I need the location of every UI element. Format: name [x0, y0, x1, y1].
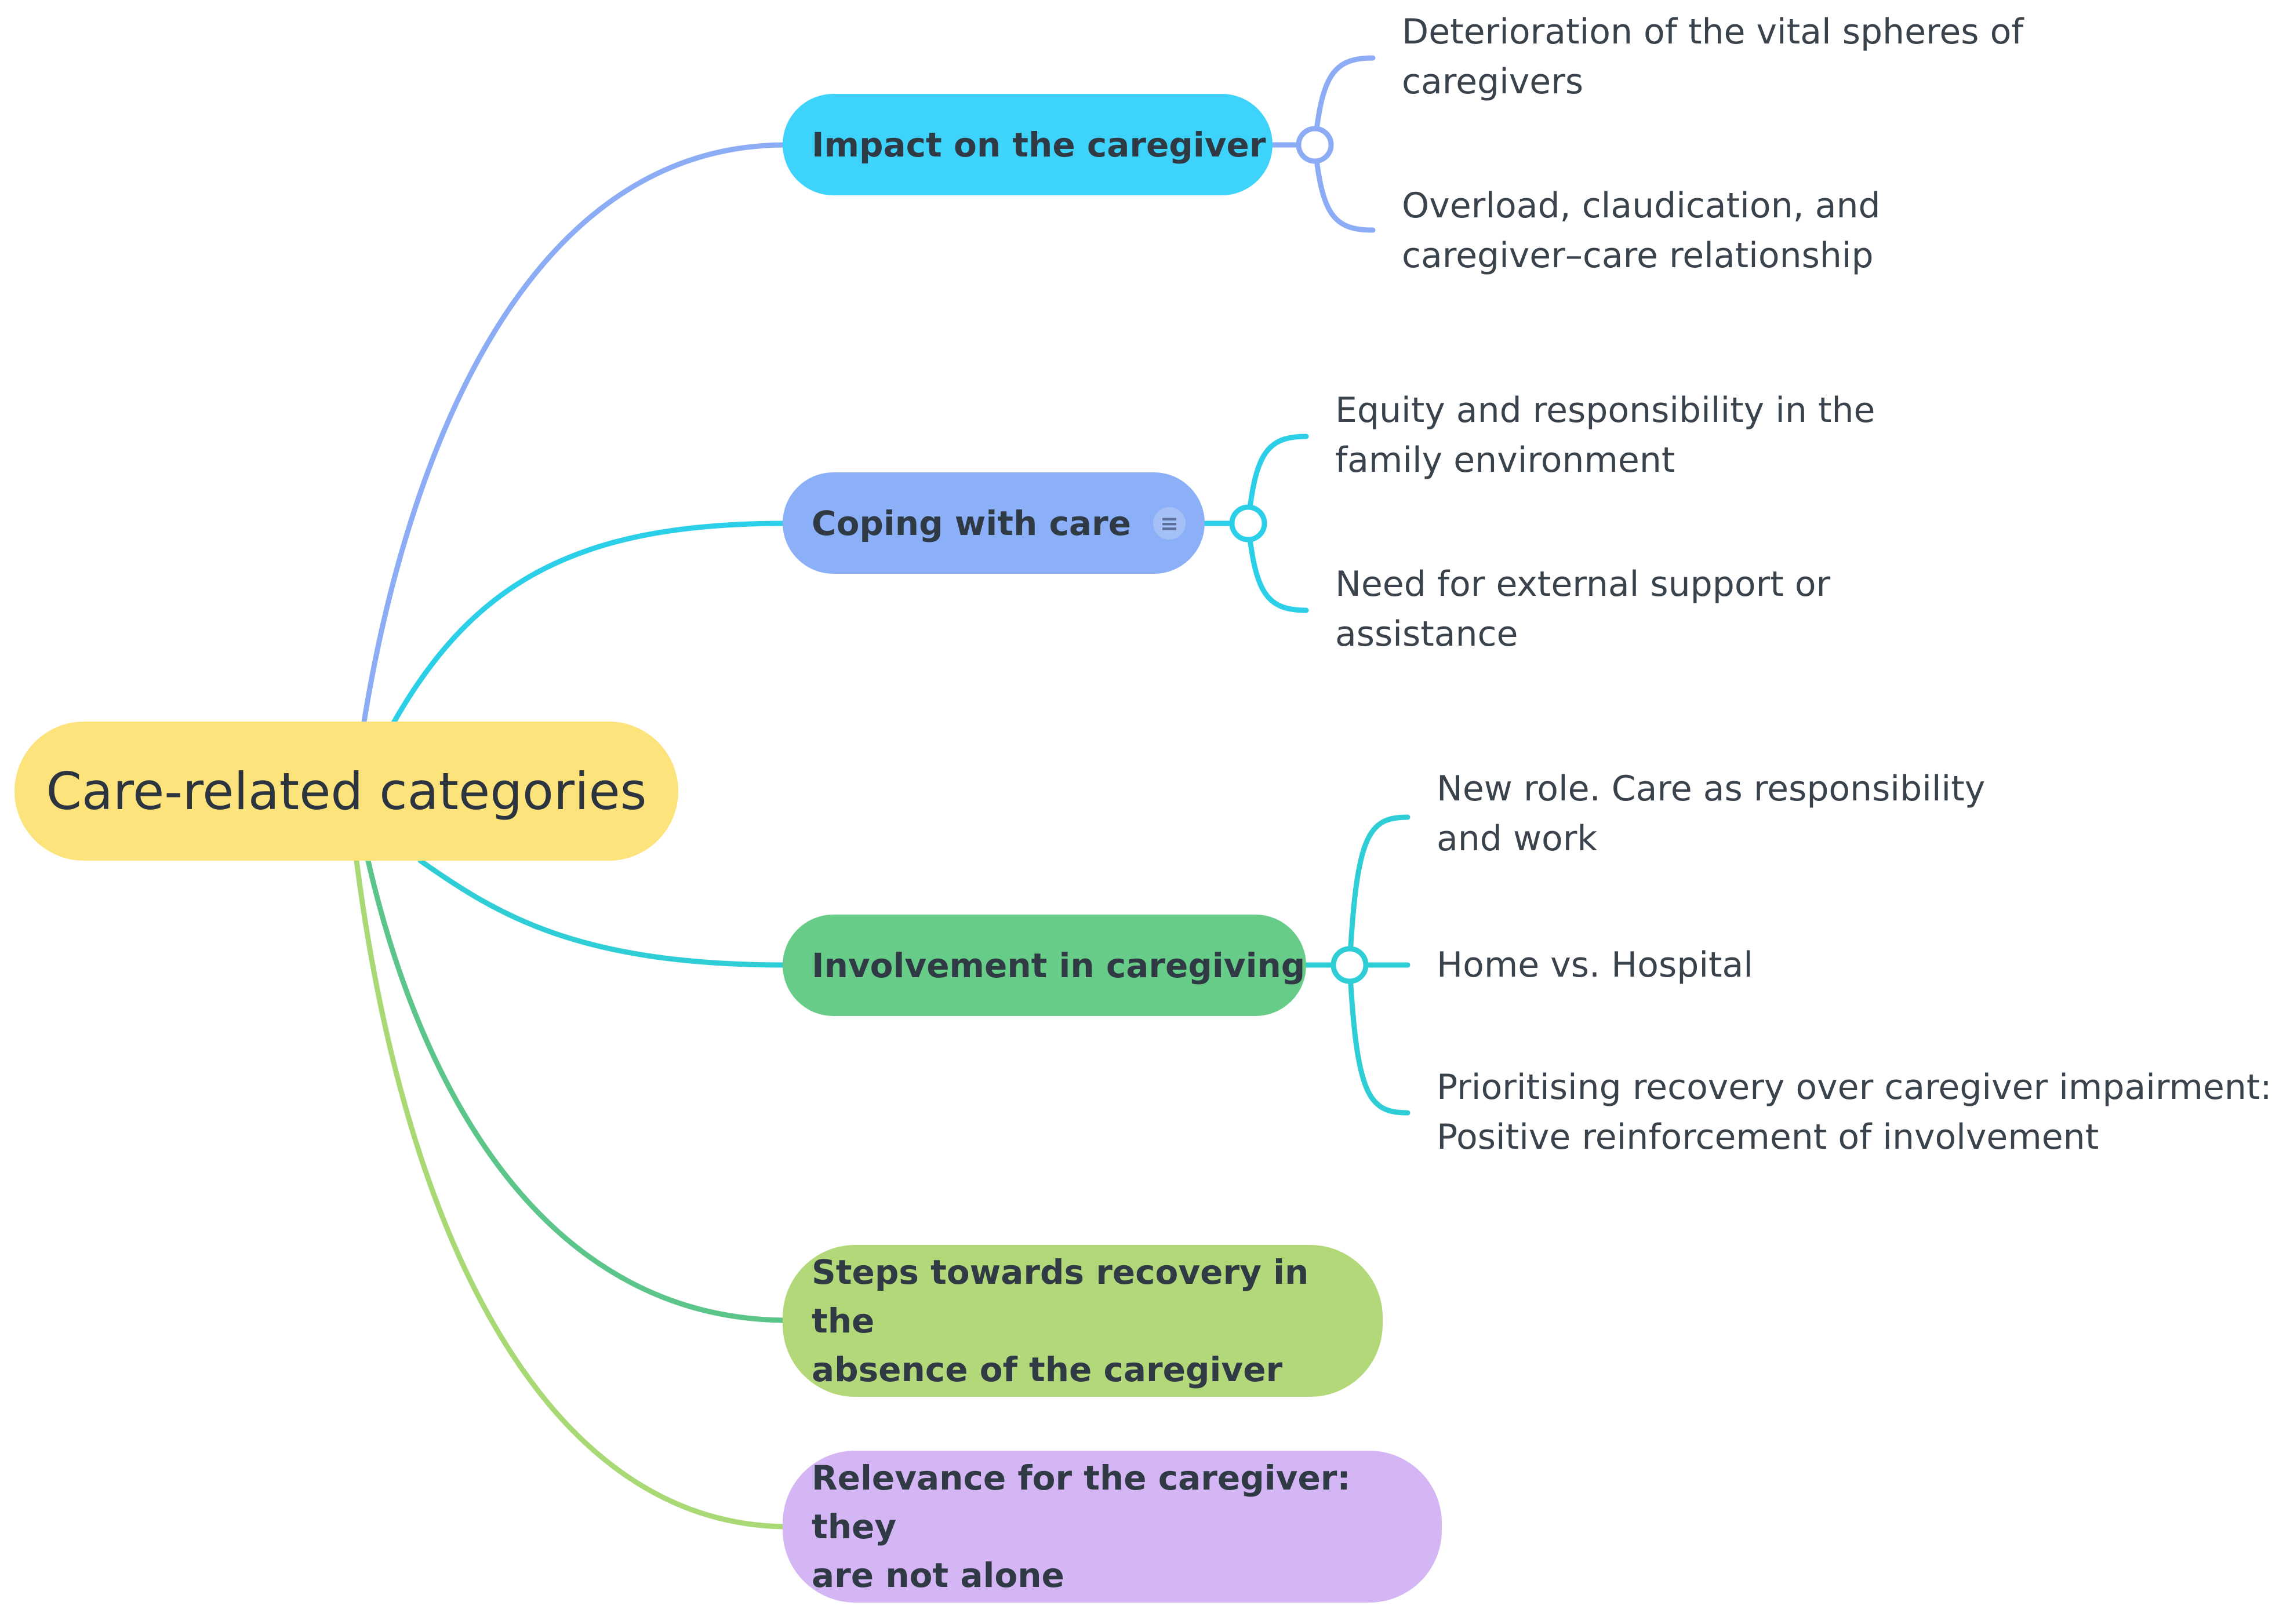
branch-label: Relevance for the caregiver: they are no…: [812, 1454, 1442, 1600]
collapse-toggle-coping[interactable]: [1229, 504, 1267, 542]
leaf-line: Prioritising recovery over caregiver imp…: [1437, 1067, 2272, 1108]
branch-impact-on-caregiver[interactable]: Impact on the caregiver: [783, 94, 1273, 195]
branch-steps-towards-recovery[interactable]: Steps towards recovery in the absence of…: [783, 1245, 1383, 1397]
collapse-toggle-impact[interactable]: [1296, 126, 1334, 164]
leaf-line: Positive reinforcement of involvement: [1437, 1117, 2099, 1157]
branch-label-line: absence of the caregiver: [812, 1350, 1283, 1389]
branch-involvement-in-caregiving[interactable]: Involvement in caregiving: [783, 915, 1306, 1016]
link-root-coping: [391, 520, 788, 724]
leaf-line: Equity and responsibility in the: [1335, 390, 1875, 431]
leaf-deterioration-vital-spheres[interactable]: Deterioration of the vital spheres of ca…: [1402, 7, 2023, 107]
link-root-involvement: [417, 858, 788, 968]
branch-label-line: Relevance for the caregiver: they: [812, 1458, 1351, 1546]
branch-label: Steps towards recovery in the absence of…: [812, 1248, 1383, 1394]
leaf-home-vs-hospital[interactable]: Home vs. Hospital: [1437, 940, 1753, 990]
branch-relevance-for-caregiver[interactable]: Relevance for the caregiver: they are no…: [783, 1451, 1442, 1603]
link-root-impact: [361, 142, 788, 724]
leaf-line: family environment: [1335, 440, 1675, 480]
link-root-steps: [365, 858, 788, 1323]
leaf-line: Overload, claudication, and: [1402, 185, 1881, 226]
leaf-line: assistance: [1335, 614, 1518, 654]
leaf-line: Deterioration of the vital spheres of: [1402, 12, 2024, 52]
leaf-external-support[interactable]: Need for external support or assistance: [1335, 559, 1830, 659]
branch-label: Impact on the caregiver: [812, 125, 1266, 165]
leaf-new-role[interactable]: New role. Care as responsibility and wor…: [1437, 764, 1985, 864]
branch-label-line: are not alone: [812, 1556, 1064, 1595]
link-root-relevance: [354, 858, 788, 1530]
note-icon[interactable]: ≡: [1153, 507, 1186, 540]
leaf-prioritising-recovery[interactable]: Prioritising recovery over caregiver imp…: [1437, 1062, 2272, 1162]
leaf-overload-claudication[interactable]: Overload, claudication, and caregiver–ca…: [1402, 181, 1881, 281]
leaf-line: New role. Care as responsibility: [1437, 769, 1986, 809]
root-node[interactable]: Care-related categories: [14, 722, 678, 861]
collapse-toggle-involvement[interactable]: [1331, 946, 1369, 984]
leaf-line: caregivers: [1402, 61, 1584, 102]
branch-label: Involvement in caregiving: [812, 945, 1306, 985]
branch-label: Coping with care: [812, 503, 1131, 543]
branch-coping-with-care[interactable]: Coping with care ≡: [783, 472, 1205, 574]
leaf-equity-responsibility[interactable]: Equity and responsibility in the family …: [1335, 385, 1875, 485]
leaf-line: Need for external support or: [1335, 564, 1831, 605]
root-label: Care-related categories: [46, 761, 647, 821]
leaf-line: caregiver–care relationship: [1402, 235, 1874, 276]
branch-label-line: Steps towards recovery in the: [812, 1252, 1309, 1341]
leaf-line: and work: [1437, 818, 1598, 859]
leaf-line: Home vs. Hospital: [1437, 945, 1753, 985]
